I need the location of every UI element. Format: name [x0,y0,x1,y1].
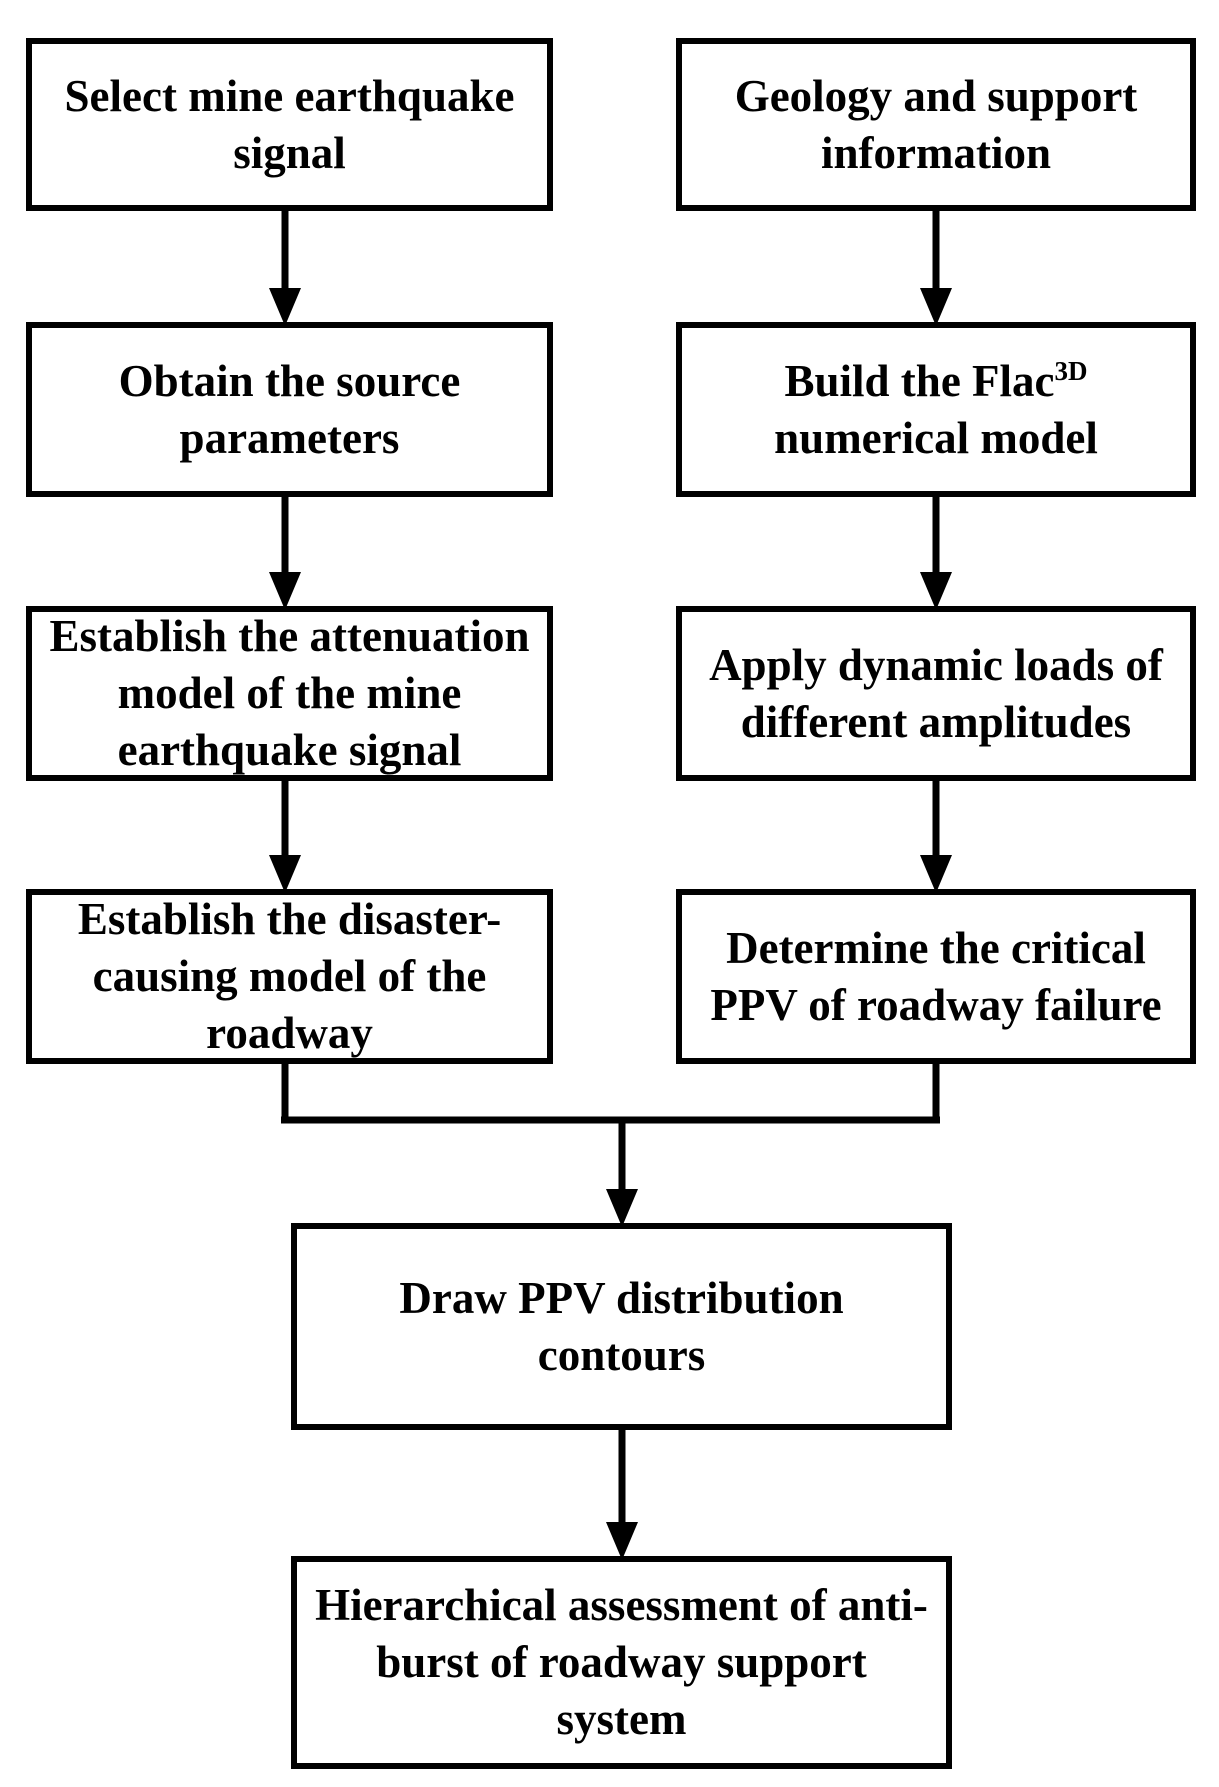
box-label-line: Build the Flac3D [784,353,1087,410]
arrow-flac-to-loads [920,494,952,610]
box-label-line: model of the mine [117,668,462,718]
arrow-attenuation-to-disaster [269,778,301,893]
box-label-line: Establish the disaster- [77,894,502,944]
box-label-line: Determine the critical [726,922,1146,973]
box-label-line: Establish the attenuation [49,611,530,661]
arrow-loads-to-ppv [920,778,952,893]
flow-box-determine-critical-ppv: Determine the critical PPV of roadway fa… [676,889,1196,1064]
box-label-line: different amplitudes [740,696,1132,747]
box-label-line: causing model of the [92,951,487,1001]
box-label-line: Apply dynamic loads of [709,639,1163,690]
arrow-source-to-attenuation [269,494,301,610]
flow-box-obtain-source-parameters: Obtain the source parameters [26,322,553,497]
flow-box-draw-ppv-distribution-contours: Draw PPV distribution contours [291,1223,952,1430]
arrow-select-to-source [269,208,301,326]
flow-box-build-flac3d-numerical-model: Build the Flac3D numerical model [676,322,1196,497]
flow-box-hierarchical-assessment: Hierarchical assessment of anti- burst o… [291,1556,952,1769]
flow-box-establish-disaster-causing-model: Establish the disaster- causing model of… [26,889,553,1064]
flow-box-establish-attenuation-model: Establish the attenuation model of the m… [26,606,553,781]
flow-box-apply-dynamic-loads: Apply dynamic loads of different amplitu… [676,606,1196,781]
box-label-line: PPV of roadway failure [710,979,1162,1030]
box-label-line: information [821,127,1051,178]
box-label-line: roadway [206,1008,373,1058]
box-label-line: Obtain the source [118,355,461,406]
box-label-line: burst of roadway support [376,1637,867,1687]
box-label-line: Geology and support [734,70,1138,121]
merge-connector [281,1061,940,1124]
box-label-line: parameters [179,412,400,463]
flac-3d-superscript: 3D [1054,355,1088,386]
box-label-line: numerical model [774,412,1098,463]
box-label-line: contours [537,1329,706,1380]
arrow-contours-to-hierarchical [606,1427,638,1560]
box-label-line: system [556,1694,687,1744]
flow-box-select-mine-earthquake-signal: Select mine earthquake signal [26,38,553,211]
flac-label-text: Build the Flac [784,355,1055,406]
box-label-line: Draw PPV distribution [399,1272,844,1323]
box-label-line: Select mine earthquake [64,70,515,121]
box-label-line: earthquake signal [117,725,462,775]
box-label-line: signal [233,127,346,178]
arrow-merge-to-contours [606,1120,638,1227]
flow-box-geology-and-support-information: Geology and support information [676,38,1196,211]
box-label-line: Hierarchical assessment of anti- [315,1580,928,1630]
arrow-geology-to-flac [920,208,952,326]
